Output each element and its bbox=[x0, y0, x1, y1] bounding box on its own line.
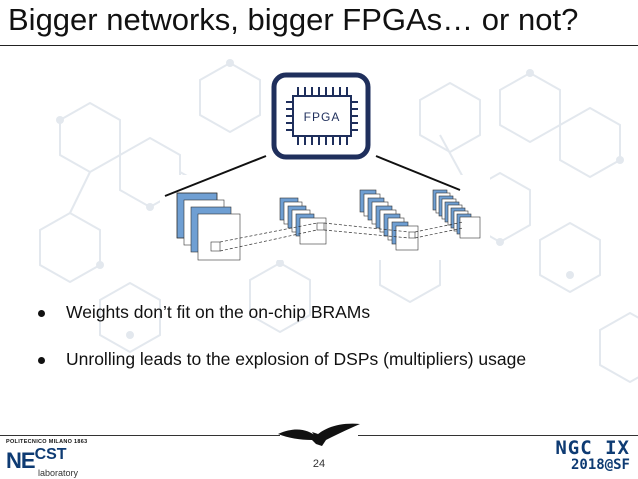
necst-logo: NECST laboratory bbox=[6, 446, 78, 478]
event-name: NGC IX bbox=[555, 437, 630, 459]
footer-divider-right bbox=[358, 435, 638, 436]
title-divider bbox=[0, 45, 638, 46]
necst-logo-cst: CST bbox=[34, 446, 67, 463]
chip-link-right bbox=[375, 155, 461, 191]
condor-icon bbox=[278, 423, 360, 446]
fpga-chip-icon: FPGA bbox=[271, 72, 371, 160]
page-number: 24 bbox=[312, 458, 326, 470]
bullet-item: Unrolling leads to the explosion of DSPs… bbox=[38, 349, 526, 370]
event-logo: NGC IX 2018@SF bbox=[555, 437, 630, 473]
cnn-layer-3 bbox=[359, 189, 419, 251]
cnn-layer-1 bbox=[176, 192, 241, 261]
institution-name: POLITECNICO MILANO 1863 bbox=[6, 439, 88, 445]
chip-link-left bbox=[164, 155, 267, 197]
cnn-connections bbox=[219, 221, 464, 252]
necst-logo-sub: laboratory bbox=[38, 468, 79, 478]
slide-title: Bigger networks, bigger FPGAs… or not? bbox=[8, 2, 579, 37]
footer-divider-left bbox=[0, 435, 280, 436]
necst-logo-ne: NE bbox=[6, 448, 36, 473]
fpga-label: FPGA bbox=[304, 110, 341, 124]
bullet-item: Weights don’t fit on the on-chip BRAMs bbox=[38, 302, 526, 323]
cnn-layer-4 bbox=[432, 189, 481, 239]
event-location: 2018@SF bbox=[570, 457, 630, 473]
bullet-list: Weights don’t fit on the on-chip BRAMs U… bbox=[38, 302, 526, 396]
